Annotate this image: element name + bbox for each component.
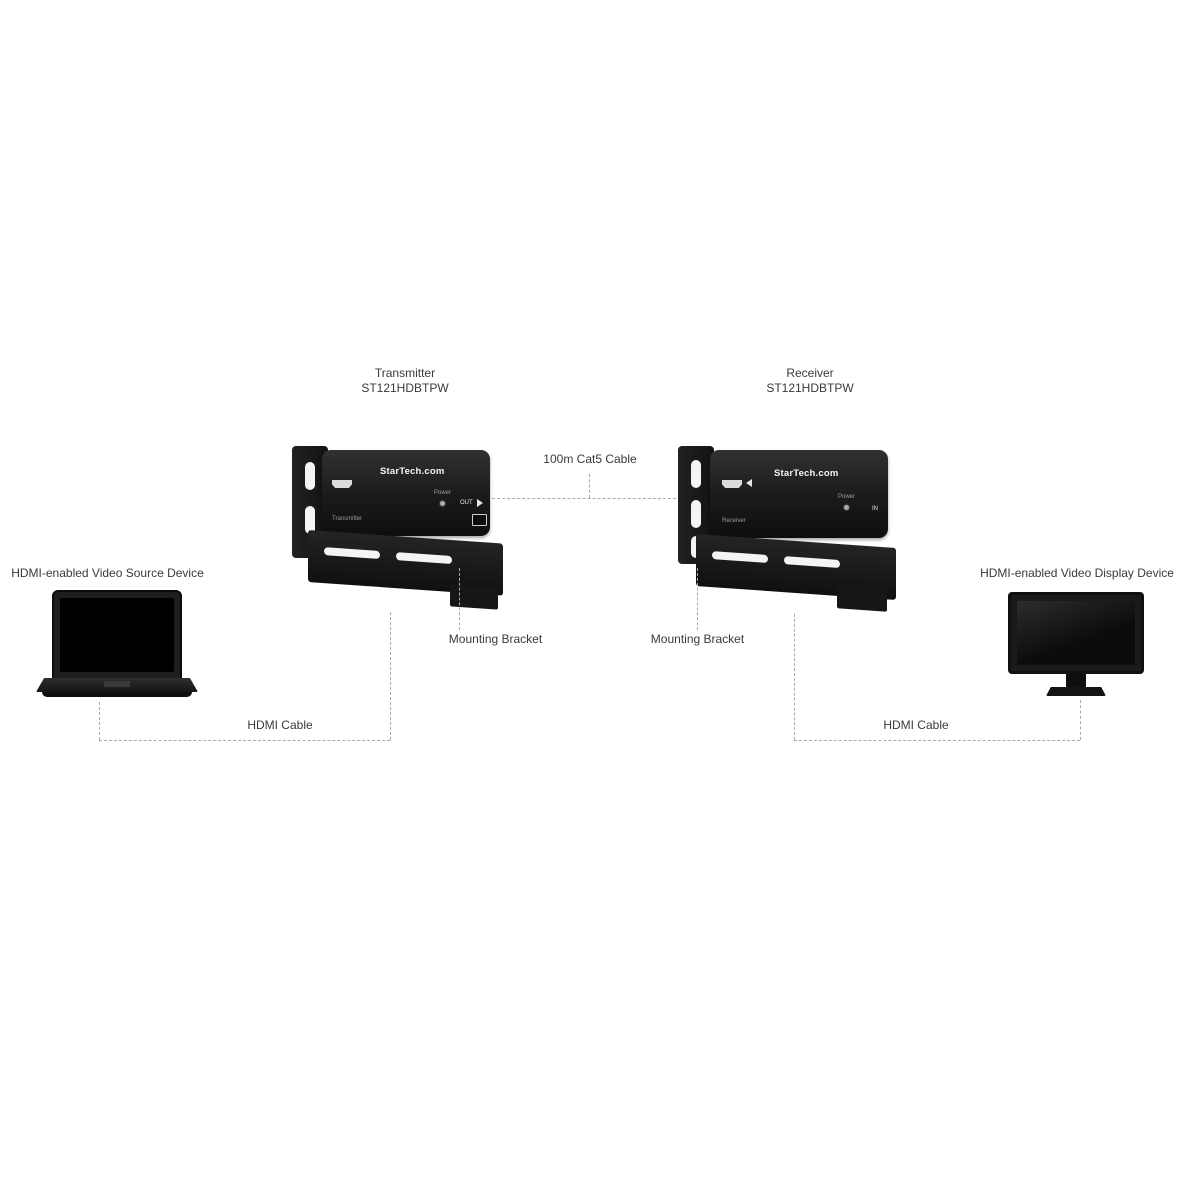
mounting-bracket-leader-left [459,568,460,630]
receiver-device: StarTech.com Power IN Receiver [672,438,902,618]
laptop-illustration [36,590,198,706]
receiver-model: ST121HDBTPW [766,381,854,395]
receiver-face-label: Receiver [722,518,746,524]
monitor-screen [1008,592,1144,674]
brand-logo: StarTech.com [380,466,445,477]
bracket-slot [396,552,452,565]
receiver-bracket-foot [837,586,887,612]
transmitter-title-block: Transmitter ST121HDBTPW [320,366,490,396]
source-device-label: HDMI-enabled Video Source Device [11,566,204,580]
laptop-display [60,598,174,672]
bracket-slot [712,551,768,564]
cat5-label-leader-line [589,474,590,498]
receiver-title: Receiver [786,366,834,380]
monitor-stand-neck [1066,674,1086,687]
hdmi-cable-right-segment-a [794,614,795,740]
transmitter-bracket-foot [450,584,498,610]
cat5-cable-label: 100m Cat5 Cable [543,452,637,466]
hdmi-port-icon [722,480,742,488]
out-port-label: OUT [460,500,473,506]
hdmi-cable-left-segment-c [390,612,391,740]
receiver-body: StarTech.com Power IN Receiver [710,450,888,538]
brand-logo: StarTech.com [774,468,839,479]
hdmi-cable-label-right: HDMI Cable [883,718,949,732]
receiver-title-block: Receiver ST121HDBTPW [725,366,895,396]
hdmi-cable-right-segment-b [794,740,1080,741]
monitor-display [1017,601,1135,665]
bracket-slot [324,547,380,560]
power-led [440,501,445,506]
hdmi-cable-left-segment-a [99,702,100,740]
mounting-bracket-label-right: Mounting Bracket [650,632,745,646]
laptop-bottom-edge [42,692,192,697]
hdmi-cable-label-left: HDMI Cable [247,718,313,732]
mounting-bracket-leader-right [697,568,698,630]
transmitter-title: Transmitter [374,366,436,380]
bracket-slot [691,500,701,528]
transmitter-face-label: Transmitter [332,516,363,522]
transmitter-model: ST121HDBTPW [361,381,449,395]
cat5-cable-line [492,498,676,499]
laptop-screen [52,590,182,680]
arrow-in-icon [746,479,752,487]
hdmi-cable-right-segment-c [1080,700,1081,740]
bracket-slot [784,556,840,569]
monitor-illustration [1008,592,1144,704]
monitor-stand-base [1046,687,1106,696]
power-label: Power [838,494,856,500]
hdmi-cable-left-segment-b [99,740,390,741]
transmitter-body: StarTech.com Power OUT Transmitter [322,450,490,536]
bracket-slot [691,460,701,488]
bracket-slot [305,462,315,490]
power-led [844,505,849,510]
hdmi-port-icon [332,480,352,488]
laptop-trackpad [104,681,130,687]
transmitter-device: StarTech.com Power OUT Transmitter [290,438,505,618]
power-label: Power [434,490,452,496]
bracket-slot [305,506,315,534]
mounting-bracket-label-left: Mounting Bracket [448,632,543,646]
in-port-label: IN [872,506,878,512]
rj45-port-icon [472,514,487,526]
arrow-out-icon [477,499,483,507]
display-device-label: HDMI-enabled Video Display Device [980,566,1174,580]
